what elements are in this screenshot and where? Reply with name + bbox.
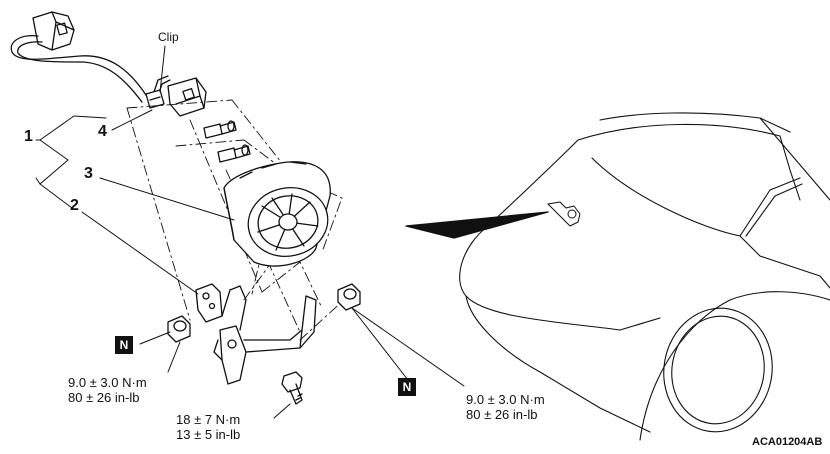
torque-left: 9.0 ± 3.0 N·m 80 ± 26 in-lb bbox=[68, 375, 147, 405]
torque-bolt-nm: 18 ± 7 N·m bbox=[176, 412, 241, 427]
vehicle-outline bbox=[459, 112, 830, 441]
torque-left-inlb: 80 ± 26 in-lb bbox=[68, 390, 140, 405]
nut-mark-left: N bbox=[115, 336, 133, 354]
torque-left-nm: 9.0 ± 3.0 N·m bbox=[68, 375, 147, 390]
horn-bracket bbox=[195, 283, 317, 385]
callout-1: 1 bbox=[24, 128, 33, 145]
nut-mark-right: N bbox=[398, 378, 416, 396]
callout-4: 4 bbox=[98, 123, 107, 140]
callout-3: 3 bbox=[84, 165, 93, 182]
torque-right-nm: 9.0 ± 3.0 N·m bbox=[466, 392, 545, 407]
installed-horn-detail bbox=[547, 201, 581, 227]
fasteners bbox=[167, 283, 361, 405]
location-pointer bbox=[405, 211, 549, 239]
wiring-harness bbox=[10, 11, 207, 117]
clip-label: Clip bbox=[158, 30, 179, 44]
figure-code: ACA01204AB bbox=[752, 436, 823, 448]
torque-right: 9.0 ± 3.0 N·m 80 ± 26 in-lb bbox=[466, 392, 545, 422]
torque-bolt-inlb: 13 ± 5 in-lb bbox=[176, 427, 241, 442]
callout-2: 2 bbox=[70, 197, 79, 214]
leader-lines bbox=[35, 109, 465, 419]
torque-right-inlb: 80 ± 26 in-lb bbox=[466, 407, 538, 422]
mounting-bolts bbox=[203, 120, 251, 163]
horn-body bbox=[223, 161, 331, 267]
torque-bolt: 18 ± 7 N·m 13 ± 5 in-lb bbox=[176, 412, 240, 442]
